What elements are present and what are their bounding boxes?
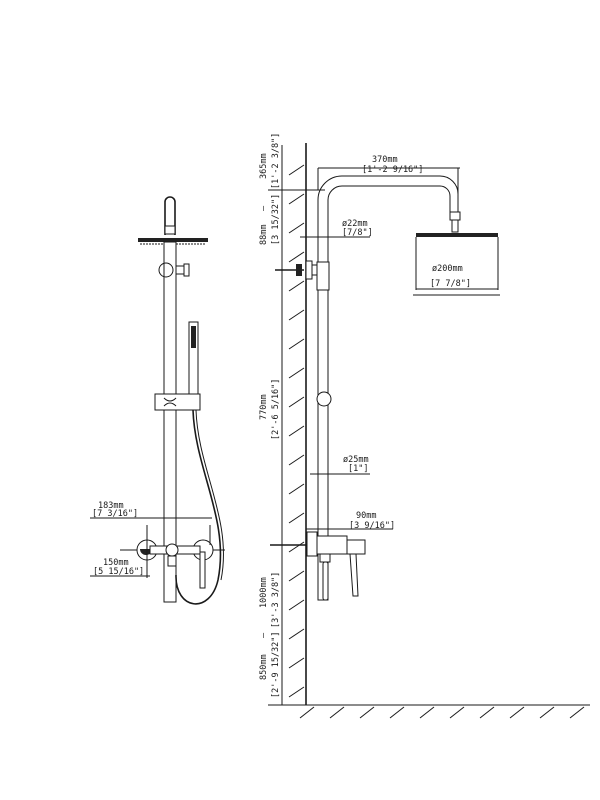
dim-arm-diameter: ø22mm [342, 219, 368, 229]
mixer-body-side [316, 535, 348, 555]
slider-side [316, 391, 332, 407]
wall-bracket-front [158, 262, 174, 278]
floor-hatch [299, 706, 315, 719]
mixer-flange-side [306, 531, 318, 557]
floor-hatch [419, 706, 435, 719]
dim-top-heights-mm: 88mm — 365mm [259, 153, 269, 245]
floor-hatch [569, 706, 585, 719]
svg-text:[3 15/32"]: [3 15/32"] [271, 194, 281, 245]
floor-hatch [509, 706, 525, 719]
diverter-side [322, 561, 329, 601]
dim-riser-diameter: ø25mm [343, 455, 369, 465]
svg-text:—: — [259, 632, 269, 638]
dim-370mm: 370mm [372, 155, 398, 165]
dim-head-diameter: ø200mm [432, 264, 463, 274]
wall-hatch [288, 164, 305, 176]
wall-hatch [288, 251, 305, 263]
floor-hatch [449, 706, 465, 719]
wall-hatch [288, 686, 305, 698]
dim-90mm-inch: [3 9/16"] [349, 521, 395, 531]
wall-hatch [288, 657, 305, 669]
dim-riser-diameter-inch: [1"] [348, 464, 368, 474]
wall-hatch [288, 599, 305, 611]
wall-hatch [288, 425, 305, 437]
svg-text:[2'-9 15/32"]: [2'-9 15/32"] [271, 631, 281, 698]
wall-hatch [288, 222, 305, 234]
dim-mixer-heights-inch: [2'-9 15/32"] [3'-3 3/8"] [271, 572, 281, 698]
svg-text:[1'-2 3/8"]: [1'-2 3/8"] [271, 133, 281, 189]
dim-370mm-inch: [1'-2 9/16"] [362, 165, 423, 175]
wall-hatch [288, 628, 305, 640]
hand-shower [188, 321, 199, 395]
svg-text:88mm: 88mm [259, 225, 269, 245]
dim-770mm-inch: [2'-6 5/16"] [271, 379, 281, 440]
dim-head-diameter-inch: [7 7/8"] [430, 279, 471, 289]
front-view [90, 196, 225, 605]
mixer-handle-front [199, 551, 206, 589]
rain-shower-head-front [138, 238, 208, 242]
svg-text:1000mm: 1000mm [259, 577, 269, 608]
dim-150mm-inch: [5 15/16"] [93, 567, 144, 577]
rain-shower-head-side [416, 233, 498, 237]
wall-hatch [288, 309, 305, 321]
riser-pipe-front [163, 241, 177, 603]
slider-bracket [154, 393, 201, 411]
riser-top-cap [164, 196, 176, 235]
floor-hatch [389, 706, 405, 719]
dim-150mm: 150mm [103, 558, 129, 568]
dim-183mm: 183mm [98, 501, 124, 511]
dim-mixer-heights-mm: 850mm — 1000mm [259, 577, 269, 680]
svg-text:365mm: 365mm [259, 153, 269, 179]
svg-text:—: — [259, 205, 269, 211]
wall-hatch [288, 338, 305, 350]
wall-hatch [288, 483, 305, 495]
wall-hatch [288, 396, 305, 408]
mixer-handle-side [349, 553, 359, 597]
dim-arm-diameter-inch: [7/8"] [342, 228, 373, 238]
wall-hatch [288, 541, 305, 553]
floor-hatch [359, 706, 375, 719]
floor-hatch [329, 706, 345, 719]
wall-hatch [288, 367, 305, 379]
wall-hatch [288, 454, 305, 466]
svg-text:[3'-3 3/8"]: [3'-3 3/8"] [271, 572, 281, 628]
hose [175, 409, 222, 605]
dim-90mm: 90mm [356, 511, 376, 521]
wall-hatch [288, 193, 305, 205]
wall-hatch [288, 570, 305, 582]
svg-text:850mm: 850mm [259, 654, 269, 680]
dim-top-heights-inch: [3 15/32"] [1'-2 3/8"] [271, 133, 281, 245]
dim-183mm-inch: [7 3/16"] [92, 509, 138, 519]
floor-hatch [479, 706, 495, 719]
wall-hatch [288, 512, 305, 524]
side-view [268, 145, 500, 705]
wall [268, 143, 590, 719]
dim-770mm: 770mm [259, 394, 269, 420]
wall-hatch [288, 280, 305, 292]
floor-hatch [539, 706, 555, 719]
